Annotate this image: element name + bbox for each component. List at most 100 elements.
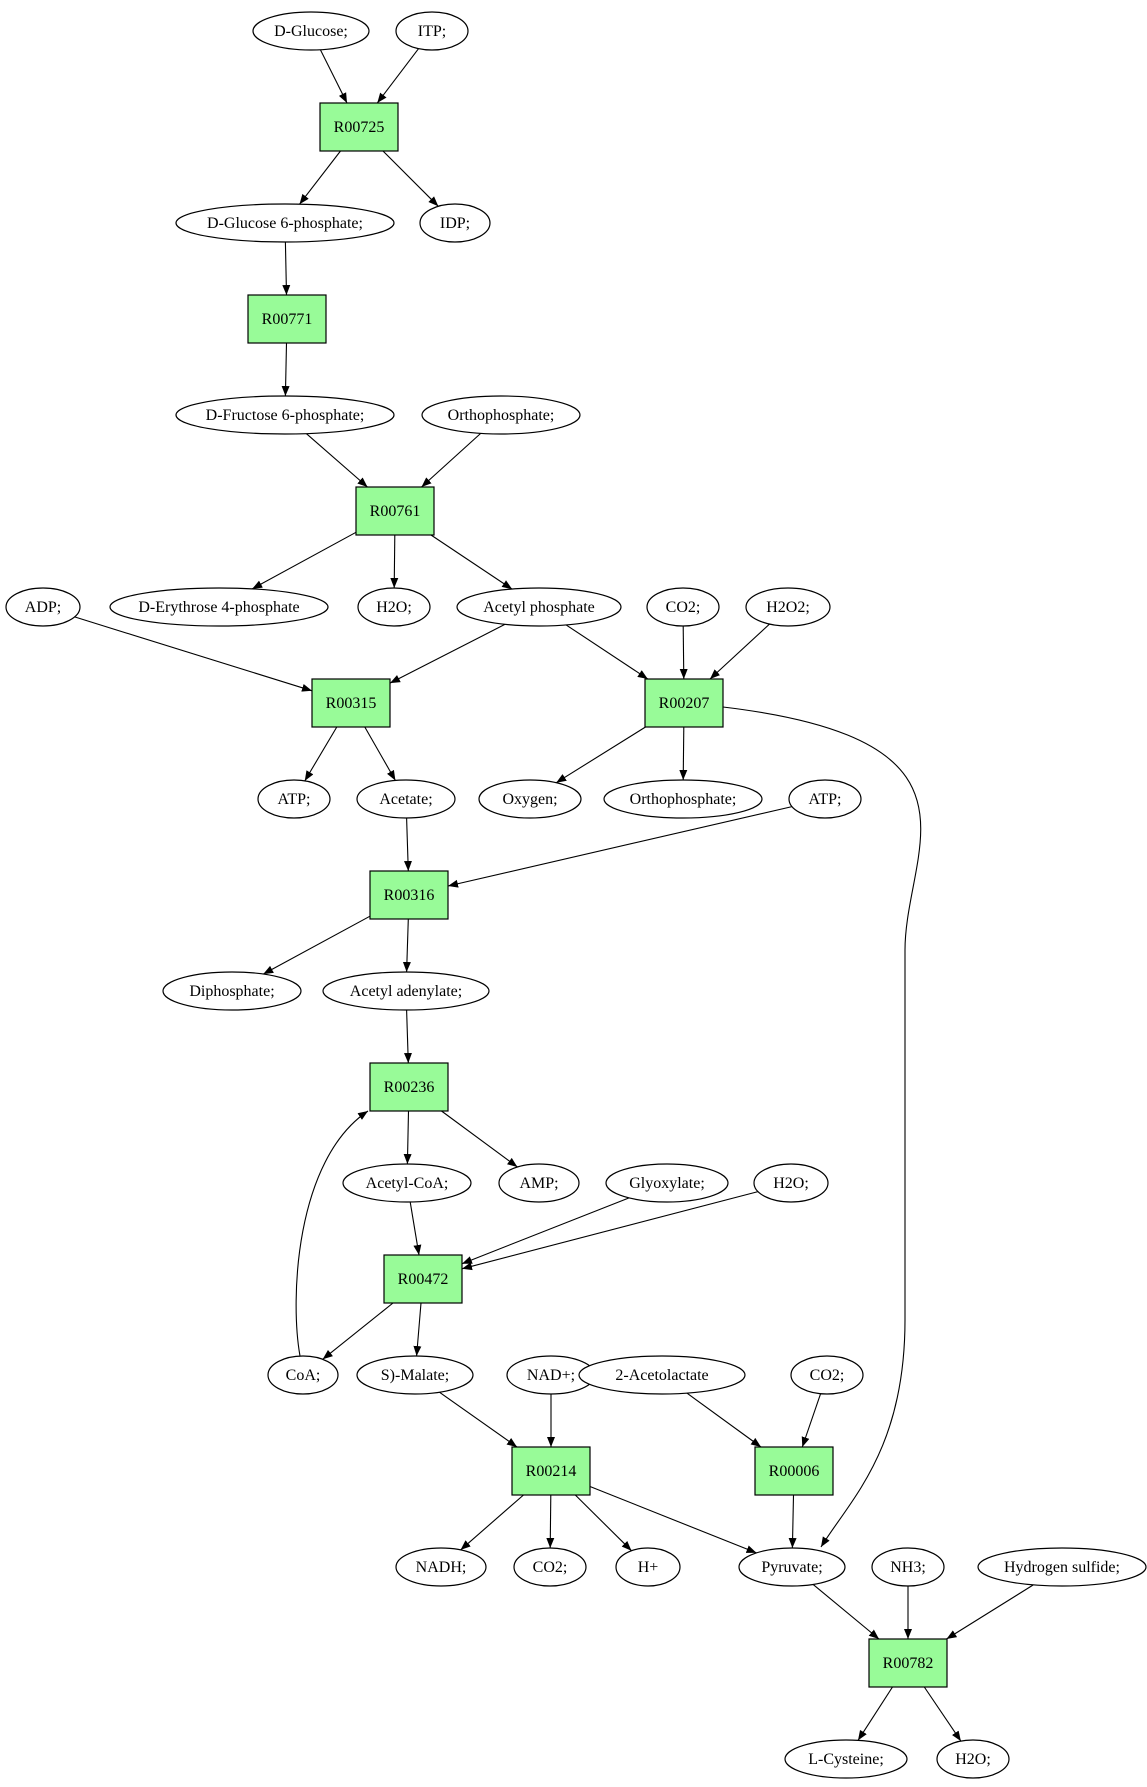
compound-node-n_h2o_2: H2O; — [753, 1163, 829, 1203]
compound-node-n_adp: ADP; — [5, 587, 81, 627]
compound-ellipse — [513, 1547, 587, 1587]
compound-ellipse — [5, 587, 81, 627]
node-label: R00316 — [384, 887, 435, 904]
compound-ellipse — [267, 1355, 339, 1395]
node-label: R00315 — [326, 695, 377, 712]
node-label: S)-Malate; — [381, 1367, 449, 1384]
compound-ellipse — [322, 971, 490, 1011]
edge-r00761-to-n_acp — [430, 534, 513, 590]
reaction-node-r00236: R00236 — [369, 1062, 449, 1112]
edge-n_glyox-to-r00472 — [461, 1197, 630, 1265]
node-label: D-Glucose; — [274, 23, 348, 40]
node-label: Oxygen; — [502, 791, 557, 808]
edge-n_itp-to-r00725 — [376, 48, 420, 104]
reaction-node-r00214: R00214 — [511, 1446, 591, 1496]
edge-n_pi1-to-r00761 — [421, 432, 482, 488]
compound-node-n_nh3: NH3; — [871, 1547, 945, 1587]
node-label: H2O2; — [766, 599, 810, 616]
node-label: D-Erythrose 4-phosphate — [138, 599, 299, 616]
edge-r00316-to-n_ppi — [262, 915, 371, 975]
edge-n_accoa-to-r00472 — [409, 1201, 422, 1256]
reaction-node-r00316: R00316 — [369, 870, 449, 920]
compound-ellipse — [605, 1163, 729, 1203]
compound-node-n_idp: IDP; — [419, 203, 491, 243]
compound-node-n_nad: NAD+; — [506, 1355, 596, 1395]
compound-node-n_pi1: Orthophosphate; — [421, 395, 581, 435]
reaction-box — [355, 486, 435, 536]
compound-ellipse — [615, 1547, 681, 1587]
edge-r00782-to-n_h2o_3 — [923, 1686, 962, 1742]
compound-node-n_g6p: D-Glucose 6-phosphate; — [175, 203, 395, 243]
compound-ellipse — [738, 1547, 846, 1587]
edge-r00315-to-n_acetate — [364, 726, 396, 781]
edge-r00771-to-n_f6p — [281, 342, 290, 397]
edge-r00236-to-n_accoa — [403, 1110, 412, 1165]
reaction-box — [369, 870, 449, 920]
node-label: ITP; — [418, 23, 446, 40]
compound-ellipse — [162, 971, 302, 1011]
node-label: NADH; — [416, 1559, 467, 1576]
compound-node-n_acad: Acetyl adenylate; — [322, 971, 490, 1011]
compound-node-n_coa: CoA; — [267, 1355, 339, 1395]
compound-node-n_h2o_3: H2O; — [936, 1739, 1010, 1779]
edge-n_acp-to-r00207 — [565, 624, 649, 680]
node-label: R00725 — [334, 119, 385, 136]
edge-n_h2o_2-to-r00472 — [461, 1191, 759, 1271]
compound-node-n_co2_2: CO2; — [790, 1355, 864, 1395]
compound-ellipse — [788, 779, 862, 819]
compound-node-n_oxygen: Oxygen; — [478, 779, 582, 819]
node-label: ADP; — [25, 599, 61, 616]
edge-r00214-to-n_pyruvate — [589, 1485, 757, 1554]
edge-n_f6p-to-r00761 — [305, 433, 368, 488]
compound-ellipse — [421, 395, 581, 435]
reaction-box — [868, 1638, 948, 1688]
compound-node-n_glyox: Glyoxylate; — [605, 1163, 729, 1203]
compound-ellipse — [175, 203, 395, 243]
compound-node-n_e4p: D-Erythrose 4-phosphate — [109, 587, 329, 627]
compound-node-n_itp: ITP; — [395, 11, 469, 51]
node-label: Acetate; — [379, 791, 432, 808]
edge-n_co2_2-to-r00006 — [801, 1393, 822, 1448]
edge-r00782-to-n_lcys — [857, 1686, 893, 1741]
compound-node-n_pi2: Orthophosphate; — [603, 779, 763, 819]
edge-r00006-to-n_pyruvate — [788, 1494, 797, 1549]
reaction-node-r00761: R00761 — [355, 486, 435, 536]
compound-ellipse — [603, 779, 763, 819]
edge-n_malate-to-r00214 — [439, 1391, 518, 1448]
compound-node-n_co2_3: CO2; — [513, 1547, 587, 1587]
reaction-box — [311, 678, 391, 728]
compound-ellipse — [395, 11, 469, 51]
compound-node-n_hplus: H+ — [615, 1547, 681, 1587]
node-label: H2O; — [376, 599, 412, 616]
compound-ellipse — [790, 1355, 864, 1395]
compound-node-n_f6p: D-Fructose 6-phosphate; — [175, 395, 395, 435]
compound-node-n_acp: Acetyl phosphate — [456, 587, 622, 627]
edge-r00214-to-n_co2_3 — [546, 1494, 555, 1549]
node-label: R00761 — [370, 503, 421, 520]
compound-ellipse — [356, 779, 456, 819]
edge-n_g6p-to-r00771 — [282, 241, 291, 296]
compound-ellipse — [871, 1547, 945, 1587]
compound-ellipse — [498, 1163, 580, 1203]
compound-ellipse — [419, 203, 491, 243]
compound-node-n_acetate: Acetate; — [356, 779, 456, 819]
node-label: R00236 — [384, 1079, 435, 1096]
compound-node-n_nadh: NADH; — [395, 1547, 487, 1587]
compound-ellipse — [109, 587, 329, 627]
node-label: CO2; — [810, 1367, 845, 1384]
edge-r00725-to-n_idp — [382, 150, 439, 207]
edge-n_h2s-to-r00782 — [946, 1584, 1034, 1640]
node-label: D-Fructose 6-phosphate; — [206, 407, 365, 424]
reaction-box — [383, 1254, 463, 1304]
compound-ellipse — [784, 1739, 908, 1779]
compound-ellipse — [646, 587, 720, 627]
node-label: R00771 — [262, 311, 313, 328]
edge-r00315-to-n_atp_1 — [304, 726, 338, 782]
edge-n_acp-to-r00315 — [389, 623, 506, 684]
compound-ellipse — [977, 1547, 1147, 1587]
edge-n_atp_2-to-r00316 — [447, 806, 793, 888]
compound-node-n_ppi: Diphosphate; — [162, 971, 302, 1011]
node-label: Hydrogen sulfide; — [1004, 1559, 1120, 1576]
compound-node-n_atp_1: ATP; — [257, 779, 331, 819]
node-label: IDP; — [440, 215, 470, 232]
